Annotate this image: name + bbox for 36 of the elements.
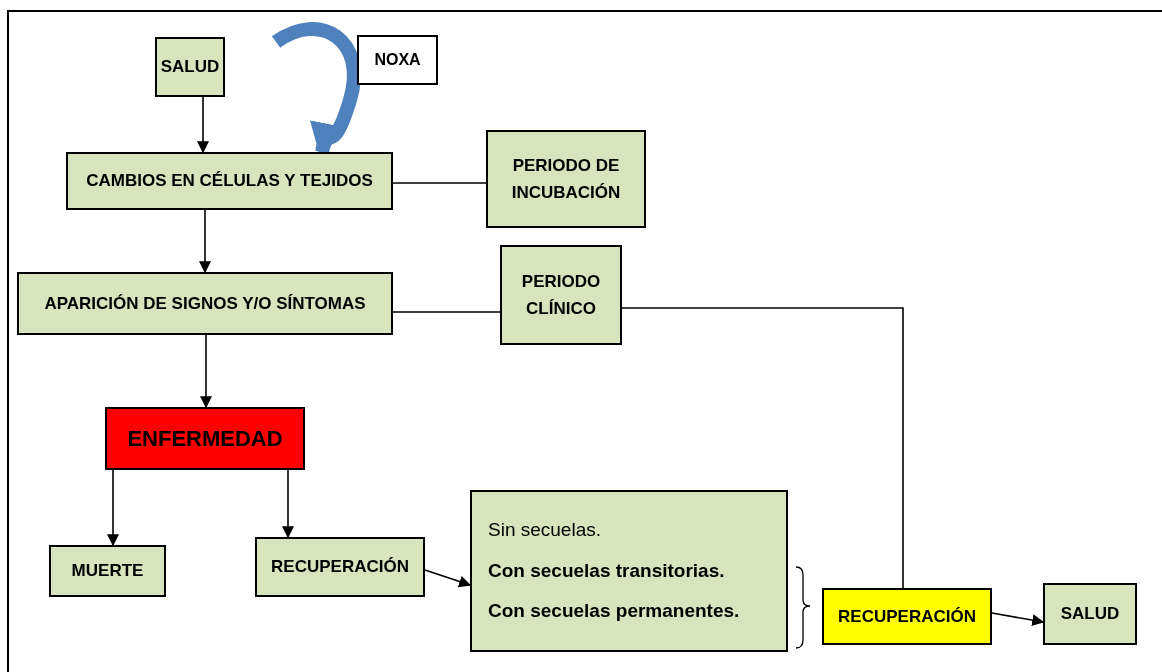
connector-line (621, 307, 904, 589)
outcome-text: Con secuelas permanentes. (488, 599, 740, 624)
process-box (500, 245, 622, 345)
process-box (822, 588, 992, 645)
arrow (424, 569, 472, 588)
box-label: SALUD (1060, 603, 1120, 626)
connector-line (392, 311, 501, 313)
box-label: PERIODO CLÍNICO (520, 270, 602, 320)
arrow (282, 469, 294, 539)
process-box (357, 35, 438, 85)
box-label: APARICIÓN DE SIGNOS Y/O SÍNTOMAS (44, 292, 366, 315)
process-box (155, 37, 225, 97)
box-label: MUERTE (71, 560, 144, 583)
arrow (200, 334, 212, 409)
outcome-text: Con secuelas transitorias. (488, 558, 725, 583)
process-box (1043, 583, 1137, 645)
box-label: RECUPERACIÓN (838, 605, 976, 628)
process-box (17, 272, 393, 335)
box-label: ENFERMEDAD (127, 424, 283, 453)
outcome-box (470, 490, 788, 652)
process-box (105, 407, 305, 470)
arrow (199, 209, 211, 274)
box-label: NOXA (374, 50, 421, 71)
process-box (49, 545, 166, 597)
outcome-text: Sin secuelas. (488, 518, 601, 543)
process-box (66, 152, 393, 210)
process-box (255, 537, 425, 597)
box-label: SALUD (160, 56, 220, 79)
arrow (991, 612, 1045, 627)
box-label: CAMBIOS EN CÉLULAS Y TEJIDOS (86, 170, 373, 193)
arrow (107, 469, 119, 547)
connector-line (392, 182, 487, 184)
box-label: PERIODO DE INCUBACIÓN (510, 154, 622, 204)
arrow (197, 96, 209, 154)
process-box (486, 130, 646, 228)
box-label: RECUPERACIÓN (271, 556, 409, 579)
